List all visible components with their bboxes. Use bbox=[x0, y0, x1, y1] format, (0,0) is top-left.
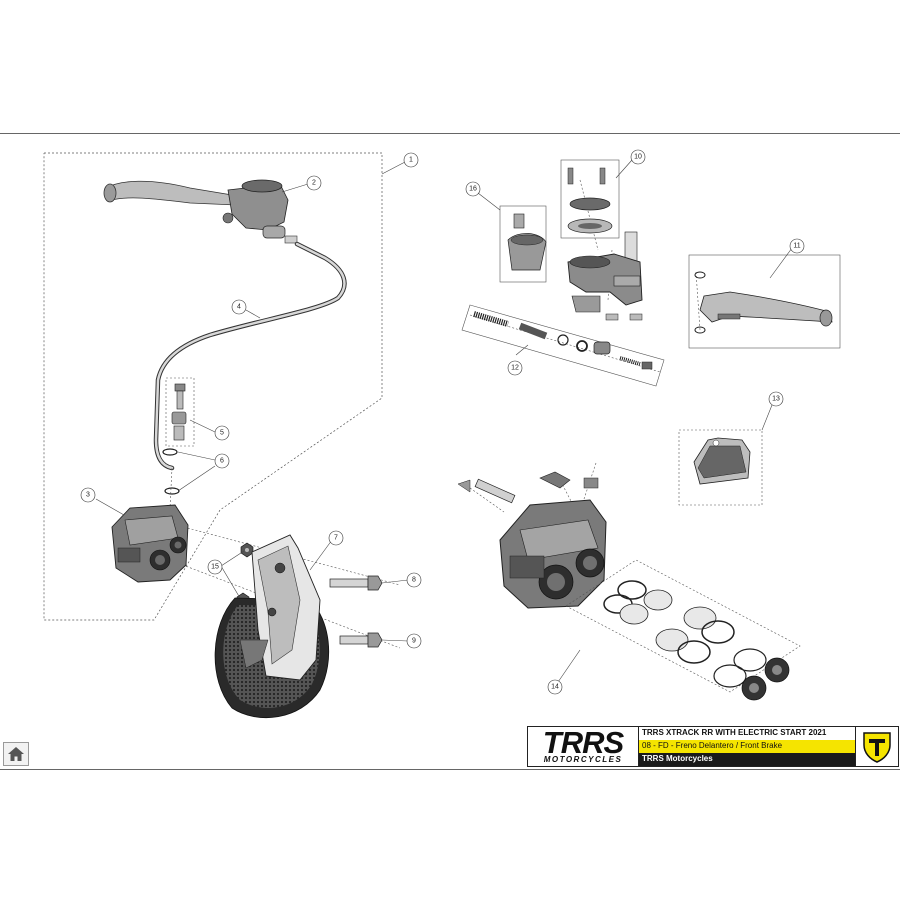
piston-seal-kit-box bbox=[565, 559, 801, 693]
svg-text:12: 12 bbox=[511, 365, 519, 372]
callout-9: 9 bbox=[406, 633, 422, 649]
brand-wordmark: TRRS bbox=[542, 724, 624, 760]
lever-group-box bbox=[688, 254, 841, 349]
alignment-lines bbox=[169, 179, 701, 649]
front-brake-caliper-left bbox=[111, 504, 189, 583]
model-title: TRRS XTRACK RR WITH ELECTRIC START 2021 bbox=[639, 727, 855, 740]
master-cylinder-assembly bbox=[103, 179, 298, 244]
svg-text:7: 7 bbox=[334, 535, 338, 542]
master-cylinder-piston-kit bbox=[473, 311, 653, 370]
callout-6: 6 bbox=[214, 453, 230, 469]
drawing-title-block: TRRS MOTORCYCLES TRRS XTRACK RR WITH ELE… bbox=[527, 726, 899, 767]
cap-group-box bbox=[499, 205, 547, 283]
caliper-bolt-lower bbox=[339, 632, 383, 648]
svg-text:15: 15 bbox=[211, 564, 219, 571]
front-brake-caliper-right bbox=[499, 499, 607, 609]
trrs-shield-emblem bbox=[856, 727, 898, 766]
svg-text:2: 2 bbox=[312, 180, 316, 187]
home-icon bbox=[8, 747, 24, 761]
svg-text:10: 10 bbox=[634, 154, 642, 161]
callout-1: 1 bbox=[403, 152, 419, 168]
callout-3: 3 bbox=[80, 487, 96, 503]
diaphragm-group-box bbox=[560, 159, 620, 239]
caliper-pin-and-clip bbox=[457, 471, 599, 504]
svg-text:9: 9 bbox=[412, 638, 416, 645]
brake-pads bbox=[693, 437, 751, 485]
caliper-pistons-and-seals bbox=[603, 580, 790, 701]
callout-13: 13 bbox=[768, 391, 784, 407]
home-button[interactable] bbox=[3, 742, 29, 766]
svg-text:16: 16 bbox=[469, 186, 477, 193]
callout-2: 2 bbox=[306, 175, 322, 191]
leader-lines bbox=[95, 159, 793, 686]
assembly-outline-1 bbox=[43, 152, 383, 621]
callout-10: 10 bbox=[630, 149, 646, 165]
callout-16: 16 bbox=[465, 181, 481, 197]
svg-text:13: 13 bbox=[772, 396, 780, 403]
brake-pads-box bbox=[678, 429, 763, 506]
svg-text:11: 11 bbox=[793, 243, 800, 250]
callout-5: 5 bbox=[214, 425, 230, 441]
callout-14: 14 bbox=[547, 679, 563, 695]
callout-8: 8 bbox=[406, 572, 422, 588]
banjo-bolt bbox=[171, 383, 187, 441]
reservoir-diaphragm bbox=[567, 167, 613, 234]
svg-text:3: 3 bbox=[86, 492, 90, 499]
reservoir-cap bbox=[507, 213, 547, 271]
brand-subtitle: MOTORCYCLES bbox=[543, 754, 623, 764]
section-title: 08 - FD - Freno Delantero / Front Brake bbox=[639, 740, 855, 753]
banjo-group-box bbox=[165, 377, 195, 447]
svg-text:8: 8 bbox=[412, 577, 416, 584]
master-cylinder-body bbox=[567, 231, 643, 321]
svg-text:5: 5 bbox=[220, 430, 224, 437]
callout-labels: 1 2 3 4 5 6 7 8 9 10 11 12 13 14 15 16 bbox=[80, 149, 805, 695]
crush-washers bbox=[162, 448, 180, 495]
brake-lever bbox=[694, 271, 833, 334]
caliper-bolt-upper bbox=[329, 575, 383, 591]
shield-icon bbox=[863, 731, 891, 763]
company-name: TRRS Motorcycles bbox=[639, 753, 855, 766]
callout-7: 7 bbox=[328, 530, 344, 546]
callout-12: 12 bbox=[507, 360, 523, 376]
callout-11: 11 bbox=[789, 238, 805, 254]
trrs-logo: TRRS MOTORCYCLES bbox=[528, 727, 639, 766]
callout-4: 4 bbox=[231, 299, 247, 315]
svg-text:6: 6 bbox=[220, 458, 224, 465]
svg-text:14: 14 bbox=[551, 684, 559, 691]
callout-15: 15 bbox=[207, 559, 223, 575]
brake-disc-and-guard bbox=[214, 534, 330, 719]
svg-text:4: 4 bbox=[237, 304, 241, 311]
svg-text:1: 1 bbox=[409, 157, 413, 164]
